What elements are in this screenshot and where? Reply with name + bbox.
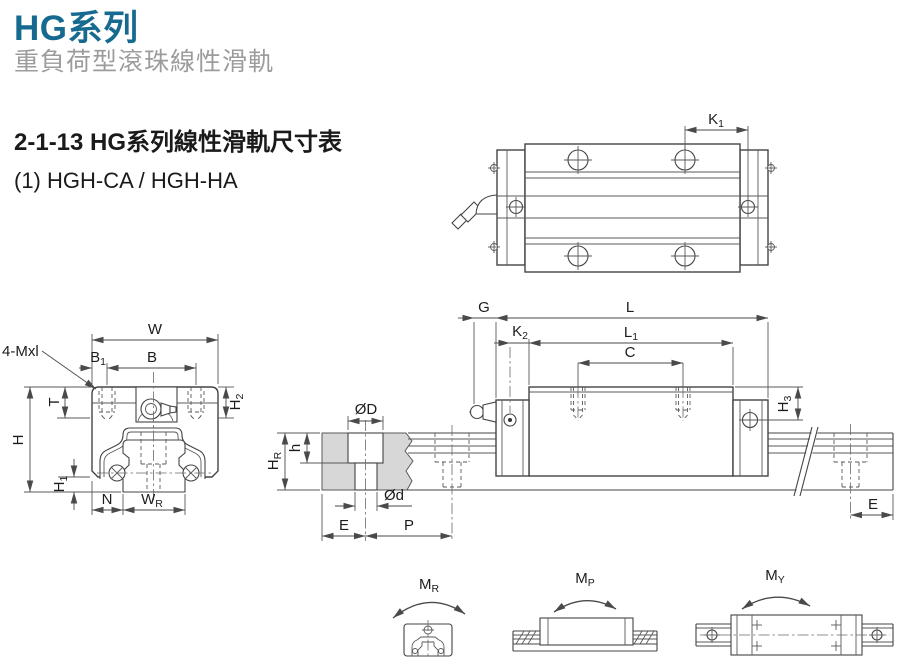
dim-label-e-side: E: [868, 496, 878, 513]
dim-label-bolt: 4-Mxl: [2, 343, 39, 360]
dim-k2: K2: [494, 323, 529, 413]
dim-label-t: T: [46, 397, 63, 406]
dim-od: ØD: [347, 401, 384, 430]
dim-label-wr: WR: [141, 491, 163, 510]
rail-break-icon: [793, 426, 819, 497]
mounting-holes-icon: [506, 146, 758, 270]
rail-section-drawing: ØD h HR Ød E P: [265, 401, 452, 541]
dim-label-k2: K2: [512, 323, 528, 342]
dim-label-od-small: Ød: [384, 487, 404, 504]
dim-e-side: E: [850, 494, 894, 520]
end-plate-left: [495, 399, 530, 477]
dim-label-h1: H1: [51, 476, 70, 493]
dim-k1: K1: [684, 111, 749, 200]
dim-od-small: Ød: [335, 487, 412, 511]
dim-label-g: G: [478, 299, 490, 316]
moment-diagrams: MR MP: [392, 567, 894, 659]
side-view-drawing: G L K2 L1 C H3: [407, 299, 894, 541]
dim-label-hr: HR: [265, 451, 284, 470]
grease-nipple-front-icon: [135, 386, 178, 423]
dim-label-p: P: [404, 517, 414, 534]
dim-label-l: L: [626, 299, 634, 316]
grease-nipple-side-icon: [469, 401, 497, 423]
page-subtitle: 重負荷型滾珠線性滑軌: [14, 48, 275, 76]
dim-label-h-depth: h: [287, 444, 304, 452]
dim-n: N: [91, 481, 124, 515]
dim-b1: B1: [79, 349, 106, 372]
dim-c: C: [577, 344, 684, 387]
dim-p: P: [365, 517, 452, 540]
dim-label-n: N: [102, 491, 113, 508]
dim-label-e-rail: E: [339, 517, 349, 534]
dim-l: L: [496, 299, 769, 398]
dim-label-k1: K1: [708, 111, 724, 130]
dim-label-h3: H3: [775, 396, 794, 413]
top-view-drawing: K1: [451, 111, 777, 273]
dim-l1: L1: [528, 324, 734, 385]
tapped-holes-hidden: [98, 387, 205, 422]
through-hole: [354, 462, 378, 491]
dim-h2: H2: [218, 386, 246, 419]
dim-label-b1: B1: [90, 349, 106, 368]
dim-label-h: H: [10, 435, 27, 446]
mp-block: [539, 617, 634, 646]
dim-label-w: W: [148, 321, 163, 338]
moment-my: MY: [695, 567, 894, 656]
rail-bolt-hole-hidden: [140, 432, 167, 489]
moment-mp: MP: [512, 570, 658, 652]
roll-arrow-icon: [392, 601, 466, 619]
end-plate-right: [732, 399, 769, 477]
dim-label-b: B: [147, 349, 157, 366]
side-mount-hole-icon: [739, 409, 761, 431]
dim-h1: H1: [51, 459, 90, 510]
dim-label-my: MY: [765, 567, 785, 586]
edge-tick-marks-icon: [488, 162, 777, 253]
dim-label-mp: MP: [575, 570, 595, 589]
block-body: [528, 386, 734, 477]
page-title: HG系列: [14, 9, 139, 48]
dim-label-h2: H2: [227, 394, 246, 411]
yaw-arrow-icon: [741, 596, 811, 610]
dim-hr: HR: [265, 433, 320, 491]
cross-section-drawing: W B1 B 4-Mxl T H: [2, 321, 246, 515]
dim-e-rail: E: [321, 494, 366, 541]
section-heading: 2-1-13 HG系列線性滑軌尺寸表: [14, 129, 343, 156]
subsection-heading: (1) HGH-CA / HGH-HA: [14, 168, 238, 193]
dim-t: T: [46, 387, 90, 419]
dim-b: B: [106, 349, 197, 385]
dim-g: G: [458, 299, 497, 404]
grease-nipple-top-icon: [451, 194, 498, 230]
moment-mr: MR: [392, 576, 466, 659]
dim-bolt-callout: 4-Mxl: [2, 343, 97, 390]
dim-label-l1: L1: [624, 324, 638, 343]
body-tapped-holes: [570, 387, 691, 421]
pilot-hole-icon: [503, 413, 517, 427]
dim-w: W: [91, 321, 219, 384]
rail-profile: [122, 439, 186, 493]
my-bolt-marks-icon: [752, 620, 841, 651]
dim-h3: H3: [735, 386, 803, 421]
dim-label-od: ØD: [355, 401, 378, 418]
dim-label-c: C: [625, 344, 636, 361]
pitch-arrow-icon: [553, 600, 617, 613]
dim-wr: WR: [123, 491, 186, 515]
dim-label-mr: MR: [419, 576, 440, 595]
